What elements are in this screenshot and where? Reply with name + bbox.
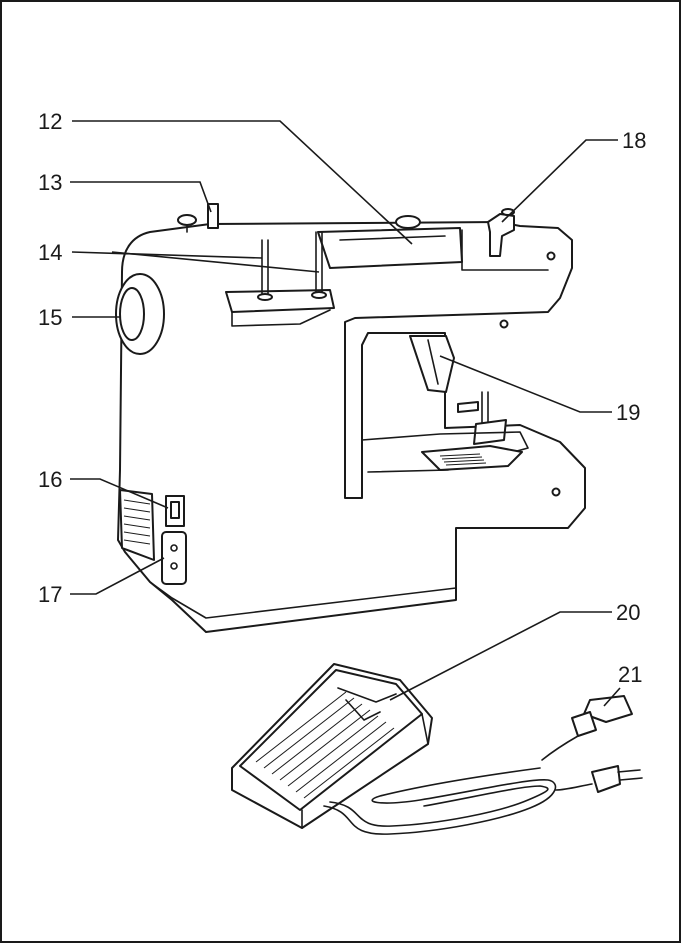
socket-pin bbox=[170, 562, 178, 570]
power-cord bbox=[323, 695, 643, 835]
label-19: 19 bbox=[616, 400, 640, 425]
bobbin-winder-spindle bbox=[207, 203, 219, 229]
label-13: 13 bbox=[38, 170, 62, 195]
spool-pin-right-base bbox=[311, 291, 327, 299]
foot-controller bbox=[231, 663, 433, 829]
bobbin-winder-knob bbox=[177, 214, 197, 226]
thread-guide bbox=[395, 215, 421, 229]
cord bbox=[323, 767, 557, 835]
leader-lines bbox=[70, 120, 621, 707]
label-16: 16 bbox=[38, 467, 62, 492]
leader-21 bbox=[603, 687, 621, 707]
spool-platform bbox=[225, 289, 335, 313]
label-12: 12 bbox=[38, 109, 62, 134]
label-15: 15 bbox=[38, 305, 62, 330]
screw bbox=[546, 251, 556, 261]
top-cover-line bbox=[339, 235, 446, 241]
label-21: 21 bbox=[618, 662, 642, 687]
spool-platform-side bbox=[231, 309, 331, 327]
screw bbox=[551, 487, 561, 497]
plug-pin bbox=[617, 769, 641, 773]
mains-plug bbox=[591, 765, 621, 793]
connector-plug-grip bbox=[571, 711, 597, 737]
leader-20 bbox=[389, 611, 612, 701]
label-17: 17 bbox=[38, 582, 62, 607]
leader-17 bbox=[70, 557, 165, 595]
leader-13 bbox=[70, 181, 212, 213]
machine-body bbox=[117, 221, 586, 633]
leader-12 bbox=[72, 120, 413, 245]
socket-pin bbox=[170, 544, 178, 552]
power-socket bbox=[161, 531, 187, 585]
needle-bar-housing bbox=[409, 335, 455, 393]
leader-14b bbox=[111, 251, 320, 273]
label-14: 14 bbox=[38, 240, 62, 265]
cord-second bbox=[329, 785, 549, 827]
label-20: 20 bbox=[616, 600, 640, 625]
side-vent bbox=[119, 489, 155, 561]
spool-pin-left-base bbox=[257, 293, 273, 301]
mains-cord bbox=[555, 783, 593, 791]
leader-19 bbox=[439, 355, 612, 413]
sewing-machine bbox=[115, 203, 586, 633]
sewing-bed bbox=[361, 431, 529, 473]
needle-housing-line bbox=[427, 339, 439, 385]
leader-16 bbox=[70, 478, 169, 509]
machine-end-face bbox=[461, 229, 549, 271]
pedal-ridges bbox=[255, 691, 395, 799]
needle-clamp bbox=[457, 401, 479, 413]
handwheel-face bbox=[119, 287, 145, 341]
connector-plug bbox=[583, 695, 633, 723]
foot-controller-edge bbox=[301, 713, 429, 829]
plug-pin bbox=[619, 777, 643, 781]
connector-cord bbox=[541, 735, 579, 761]
machine-base-line bbox=[149, 581, 457, 619]
top-cover bbox=[317, 227, 463, 269]
power-switch-rocker bbox=[170, 501, 180, 519]
feed-dogs bbox=[439, 453, 487, 466]
screw bbox=[499, 319, 509, 329]
foot-controller-chevron bbox=[337, 687, 397, 721]
leader-18 bbox=[501, 139, 618, 223]
label-18: 18 bbox=[622, 128, 646, 153]
leader-14a bbox=[71, 251, 263, 259]
callout-labels: 12 13 14 15 16 17 18 19 20 21 bbox=[38, 109, 646, 687]
